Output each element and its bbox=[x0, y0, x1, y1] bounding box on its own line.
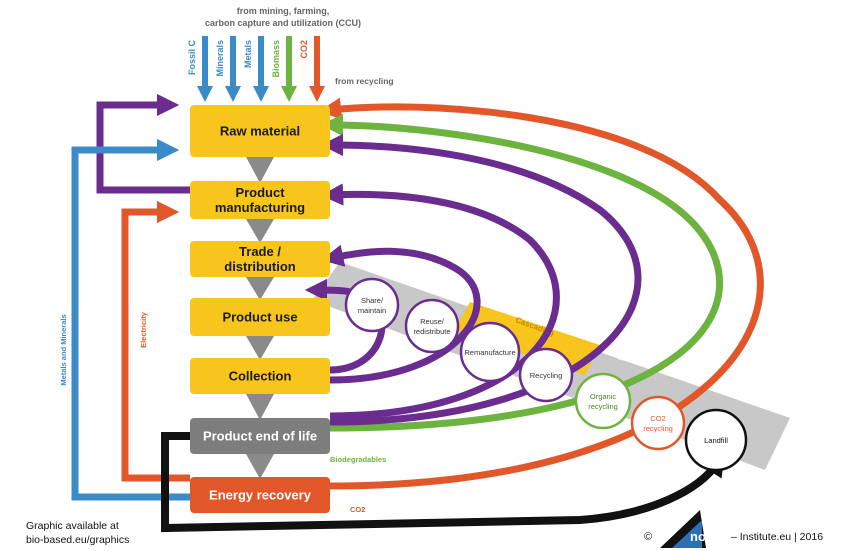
stage-label: Trade / bbox=[239, 244, 281, 259]
from-recycling-label: from recycling bbox=[335, 76, 394, 86]
circle-label: Share/ bbox=[361, 296, 384, 305]
graphic-available-line-2: bio-based.eu/graphics bbox=[26, 534, 129, 546]
stage-connector bbox=[246, 336, 274, 360]
electricity-label: Electricity bbox=[139, 311, 148, 348]
stage-connector bbox=[246, 157, 274, 183]
stage-label: manufacturing bbox=[215, 200, 305, 215]
stage-label: Raw material bbox=[220, 124, 300, 139]
stage-label: Product bbox=[235, 185, 285, 200]
input-label: CO2 bbox=[299, 40, 309, 59]
circle-label: maintain bbox=[358, 306, 386, 315]
metals-minerals-label: Metals and Minerals bbox=[59, 314, 68, 385]
circle-label: Organic bbox=[590, 392, 617, 401]
input-label: Minerals bbox=[215, 40, 225, 77]
stage-label: Product use bbox=[222, 310, 297, 325]
circle-node: Share/maintain bbox=[344, 277, 400, 333]
remanufacture-loop-arrow bbox=[320, 183, 560, 420]
input-label: Biomass bbox=[271, 40, 281, 78]
circle-label: CO2 bbox=[650, 414, 665, 423]
input-arrow-head bbox=[225, 86, 241, 102]
waste-hierarchy-circles: Share/maintainReuse/redistributeRemanufa… bbox=[344, 277, 748, 472]
stage-label: Product end of life bbox=[203, 429, 317, 444]
biodegradables-label: Biodegradables bbox=[330, 455, 386, 464]
nova-logo: nova bbox=[660, 510, 721, 548]
metals-minerals-arrow bbox=[71, 138, 190, 501]
input-arrow-head bbox=[253, 86, 269, 102]
circle-label: recycling bbox=[588, 402, 618, 411]
stage-label: Energy recovery bbox=[209, 488, 312, 503]
input-arrow-head bbox=[281, 86, 297, 102]
stage-collection: Collection bbox=[190, 358, 330, 394]
stage-endoflife: Product end of life bbox=[190, 418, 330, 454]
circle-node: Remanufacture bbox=[459, 321, 521, 383]
recycling-loop-arrow bbox=[320, 133, 642, 426]
electricity-arrow bbox=[121, 200, 190, 482]
stage-label: Collection bbox=[229, 369, 292, 384]
stage-energy: Energy recovery bbox=[190, 477, 330, 513]
co2-loop-arrow bbox=[318, 97, 764, 490]
input-arrow-head bbox=[197, 86, 213, 102]
nova-logo-text: nova bbox=[690, 529, 721, 544]
reuse-loop-arrow bbox=[321, 244, 481, 384]
copyright-symbol: © bbox=[644, 531, 652, 543]
sources-caption-2: carbon capture and utilization (CCU) bbox=[205, 18, 361, 28]
recycling-loops bbox=[71, 93, 764, 533]
circle-label: Reuse/ bbox=[420, 317, 445, 326]
input-label: Fossil C bbox=[187, 40, 197, 76]
stage-trade: Trade /distribution bbox=[190, 241, 330, 277]
circle-label: Recycling bbox=[530, 371, 563, 380]
institute-credit: – Institute.eu | 2016 bbox=[731, 531, 823, 543]
circle-label: recycling bbox=[643, 424, 673, 433]
sources-caption-1: from mining, farming, bbox=[237, 6, 330, 16]
input-arrows: Fossil C Minerals Metals Biomass CO2 bbox=[187, 36, 325, 102]
input-label: Metals bbox=[243, 40, 253, 68]
circle-label: Landfill bbox=[704, 436, 728, 445]
stage-connector bbox=[246, 394, 274, 420]
stage-connector bbox=[246, 277, 274, 300]
organic-loop-arrow bbox=[320, 113, 724, 432]
circle-node: Landfill bbox=[684, 408, 748, 472]
stage-label: distribution bbox=[224, 259, 296, 274]
stage-connector bbox=[246, 219, 274, 243]
circle-label: Remanufacture bbox=[464, 348, 515, 357]
co2-bottom-label: CO2 bbox=[350, 505, 365, 514]
stage-raw: Raw material bbox=[190, 105, 330, 157]
landfill-arrow bbox=[161, 432, 725, 533]
circle-node: Recycling bbox=[518, 347, 574, 403]
stage-use: Product use bbox=[190, 298, 330, 336]
input-arrow-head bbox=[309, 86, 325, 102]
circle-node: Reuse/redistribute bbox=[404, 298, 460, 354]
stage-connector bbox=[246, 454, 274, 479]
graphic-available-line-1: Graphic available at bbox=[26, 520, 119, 532]
circle-label: redistribute bbox=[413, 327, 450, 336]
